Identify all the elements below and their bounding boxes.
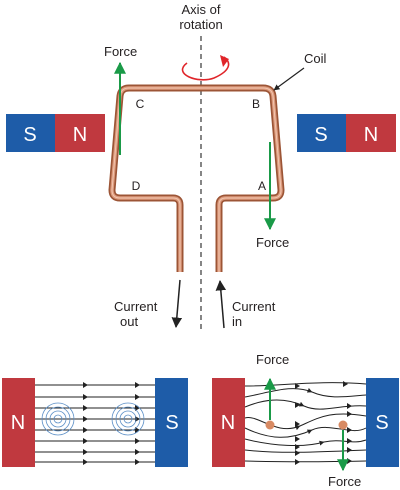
field-arrowhead: [295, 436, 300, 442]
field-line: [244, 387, 367, 398]
coil-pointer-arrow: [273, 67, 305, 91]
corner-label-a: A: [258, 179, 266, 193]
field-line: [244, 399, 367, 410]
field-arrowhead: [295, 444, 300, 450]
pole-label-s: S: [375, 412, 388, 434]
current-out-arrow: [171, 279, 183, 329]
coil: [108, 84, 285, 272]
axis-label-line1: Axis of: [181, 2, 220, 17]
wire-cross-section-left: [265, 420, 275, 430]
field-arrowhead: [347, 427, 352, 433]
force-label-down: Force: [328, 474, 361, 489]
distorted-field-panel: N S Force Force: [212, 352, 399, 489]
field-arrowhead: [83, 459, 88, 465]
rotation-arrow: [181, 56, 230, 81]
distorted-field-lines: [244, 381, 367, 465]
field-arrowhead: [343, 381, 348, 387]
corner-label-d: D: [132, 179, 141, 193]
current-ring-left: [41, 402, 75, 436]
pole-label-n: N: [11, 412, 25, 434]
pole-label-s: S: [314, 124, 327, 146]
field-arrowhead: [135, 459, 140, 465]
force-label-up: Force: [256, 352, 289, 367]
field-arrowhead: [347, 447, 352, 453]
field-arrowhead: [347, 403, 352, 409]
rotation-arrowhead: [220, 55, 229, 67]
corner-label-c: C: [136, 97, 145, 111]
wire-cross-section-right: [338, 420, 348, 430]
field-arrowhead: [135, 382, 140, 388]
magnet-left: S N: [6, 114, 105, 152]
field-arrowhead: [295, 421, 300, 427]
uniform-field-panel: N S: [2, 378, 188, 467]
field-line: [244, 438, 367, 447]
field-arrowhead: [83, 382, 88, 388]
force-label-up: Force: [104, 44, 137, 59]
field-arrowhead: [347, 411, 352, 417]
field-arrowhead: [135, 427, 140, 433]
field-arrowhead: [135, 449, 140, 455]
field-line: [244, 449, 367, 453]
field-arrowhead: [295, 383, 300, 389]
field-line: [244, 413, 367, 431]
uniform-field-lines: [35, 382, 155, 465]
field-arrowhead: [83, 405, 88, 411]
field-arrowhead: [83, 394, 88, 400]
magnet-north-block: [2, 378, 35, 467]
pole-label-n: N: [364, 124, 378, 146]
magnet-south-block: [366, 378, 399, 467]
field-arrowhead: [135, 405, 140, 411]
field-arrowhead: [83, 427, 88, 433]
current-ring-right: [111, 402, 145, 436]
axis-label-line2: rotation: [179, 17, 222, 32]
pole-label-n: N: [221, 412, 235, 434]
field-arrowhead: [295, 459, 300, 465]
magnet-right: S N: [297, 114, 396, 152]
pole-label-s: S: [23, 124, 36, 146]
corner-label-b: B: [252, 97, 260, 111]
field-arrowhead: [135, 394, 140, 400]
magnet-north-block: [212, 378, 245, 467]
force-label-down: Force: [256, 235, 289, 250]
pole-label-n: N: [73, 124, 87, 146]
field-arrowhead: [347, 438, 352, 444]
field-arrowhead: [83, 449, 88, 455]
field-arrowhead: [83, 438, 88, 444]
field-line: [244, 382, 367, 387]
current-in-label-line2: in: [232, 314, 242, 329]
field-arrowhead: [135, 438, 140, 444]
current-out-label-line1: Current: [114, 299, 158, 314]
field-arrowhead: [295, 402, 300, 408]
current-in-label-line1: Current: [232, 299, 276, 314]
magnet-south-block: [155, 378, 188, 467]
current-out-label-line2: out: [120, 314, 138, 329]
field-arrowhead: [347, 458, 352, 464]
current-in-arrow: [215, 279, 227, 329]
field-arrowhead: [83, 416, 88, 422]
field-arrowhead: [295, 450, 300, 456]
pole-label-s: S: [165, 412, 178, 434]
coil-label: Coil: [304, 51, 327, 66]
